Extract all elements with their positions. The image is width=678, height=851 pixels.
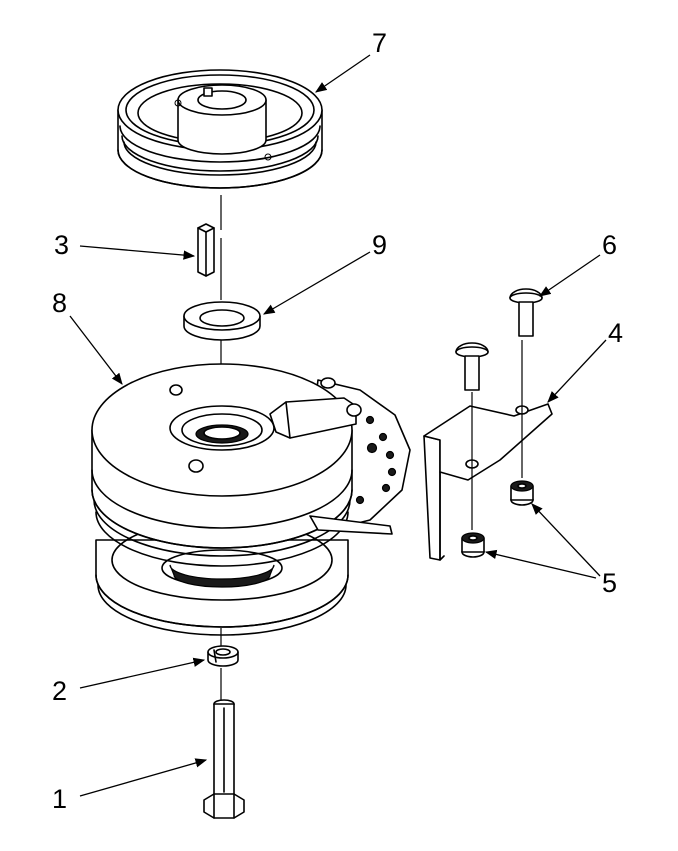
callouts: 7 3 9 6 8 4 5 2 1 [52,28,623,814]
callout-8: 8 [52,288,67,318]
callout-4: 4 [608,318,623,348]
key [197,223,215,277]
lock-washer [207,645,239,667]
callout-1: 1 [52,784,67,814]
callout-7: 7 [372,28,387,58]
carriage-bolt-upper [509,288,543,337]
callout-6: 6 [602,230,617,260]
bolt [203,699,245,819]
callout-9: 9 [372,230,387,260]
leader-lines [69,54,607,797]
spacer [183,301,261,341]
anti-rotation-bracket [423,340,553,561]
callout-5: 5 [602,568,617,598]
flange-nut-left [461,532,485,558]
electric-clutch [91,363,411,636]
carriage-bolt-lower [455,342,489,391]
flange-nut-right [510,480,534,506]
callout-2: 2 [52,676,67,706]
callout-3: 3 [54,230,69,260]
pulley [117,69,323,189]
